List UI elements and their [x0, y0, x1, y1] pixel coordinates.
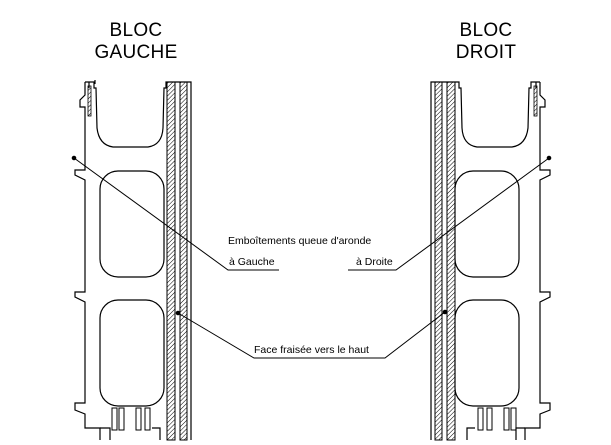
right-block: [430, 81, 551, 441]
left-block-hatch-outer: [179, 81, 188, 441]
leader-left-milled: [177, 312, 372, 359]
left-block-cavity-lower: [99, 299, 165, 407]
right-block-title-line2: DROIT: [455, 42, 517, 63]
label-right: à Droite: [356, 256, 393, 268]
leader-right-dovetail: [348, 157, 550, 271]
label-left: à Gauche: [229, 256, 275, 268]
label-milled-face: Face fraisée vers le haut: [254, 344, 369, 356]
right-block-title: BLOC DROIT: [436, 20, 536, 64]
right-block-hatch-outer: [434, 81, 443, 441]
right-block-cavity-upper: [454, 170, 520, 278]
left-block-bottom-teeth: [100, 407, 161, 440]
leader-left-dovetail: [73, 157, 279, 271]
left-block-title-line1: BLOC: [109, 20, 163, 41]
left-block-cavity-upper: [99, 170, 165, 278]
left-block-hatch-inner: [166, 81, 176, 441]
label-dovetail: Emboîtements queue d'aronde: [228, 235, 372, 247]
left-block: [74, 80, 192, 441]
right-block-title-line1: BLOC: [459, 20, 513, 41]
leader-lines: [71, 155, 552, 359]
right-block-hatch-inner: [446, 81, 456, 441]
left-block-title: BLOC GAUCHE: [86, 20, 186, 64]
right-block-cavity-lower: [454, 299, 520, 407]
right-block-outline: [430, 81, 551, 440]
left-block-outline: [74, 81, 192, 440]
leader-right-milled: [372, 311, 446, 359]
left-block-title-line2: GAUCHE: [94, 42, 178, 63]
right-block-bottom-teeth: [466, 407, 525, 440]
